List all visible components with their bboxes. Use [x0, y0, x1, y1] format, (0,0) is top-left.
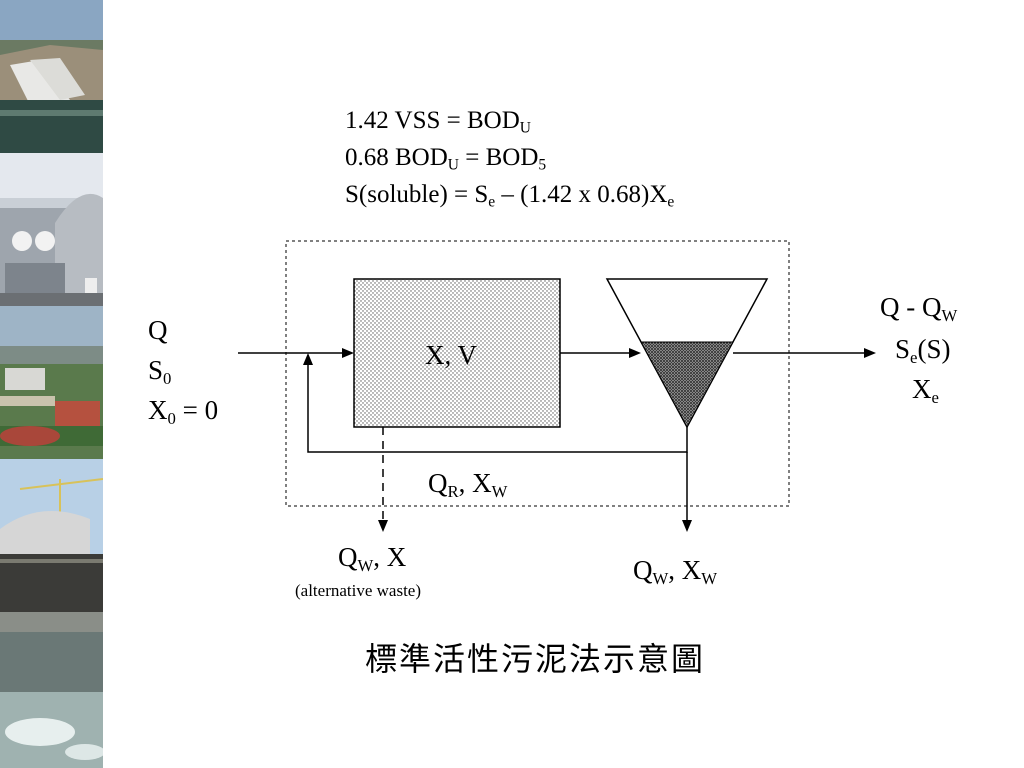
- arrowhead-icon: [864, 348, 876, 358]
- arrowhead-icon: [378, 520, 388, 532]
- influent-substrate-label: S0: [148, 355, 172, 389]
- clarifier-sludge: [640, 341, 734, 429]
- plant-aerial-photo: [0, 306, 103, 459]
- reactor-label: X, V: [425, 340, 478, 370]
- equation-soluble: S(soluble) = Se – (1.42 x 0.68)Xe: [345, 181, 675, 211]
- arrowhead-icon: [342, 348, 354, 358]
- side-photo-strip: [0, 0, 103, 768]
- influent-flow-label: Q: [148, 315, 168, 345]
- arrowhead-icon: [682, 520, 692, 532]
- equation-vss-bodu: 1.42 VSS = BODU: [345, 107, 531, 137]
- recycle-label: QR, XW: [428, 468, 508, 502]
- diagram-caption: 標準活性污泥法示意圖: [365, 640, 706, 678]
- water-weir-photo: [0, 612, 103, 768]
- construction-site-photo: [0, 459, 103, 612]
- aeration-tank: [353, 278, 561, 428]
- alternative-waste-note: (alternative waste): [295, 581, 422, 600]
- arrowhead-icon: [629, 348, 641, 358]
- clarifier-waste-label: QW, XW: [633, 555, 718, 589]
- alternative-waste-label: QW, X: [338, 542, 407, 576]
- effluent-flow-label: Q - QW: [880, 292, 958, 326]
- treatment-plant-building-photo: [0, 153, 103, 306]
- return-sludge-line: [307, 362, 688, 453]
- arrowhead-icon: [303, 353, 313, 365]
- dam-spillway-photo: [0, 0, 103, 153]
- influent-solids-label: X0 = 0: [148, 395, 219, 429]
- effluent-substrate-label: Se(S): [895, 334, 951, 368]
- effluent-solids-label: Xe: [912, 374, 939, 408]
- equation-bodu-bod5: 0.68 BODU = BOD5: [345, 144, 547, 174]
